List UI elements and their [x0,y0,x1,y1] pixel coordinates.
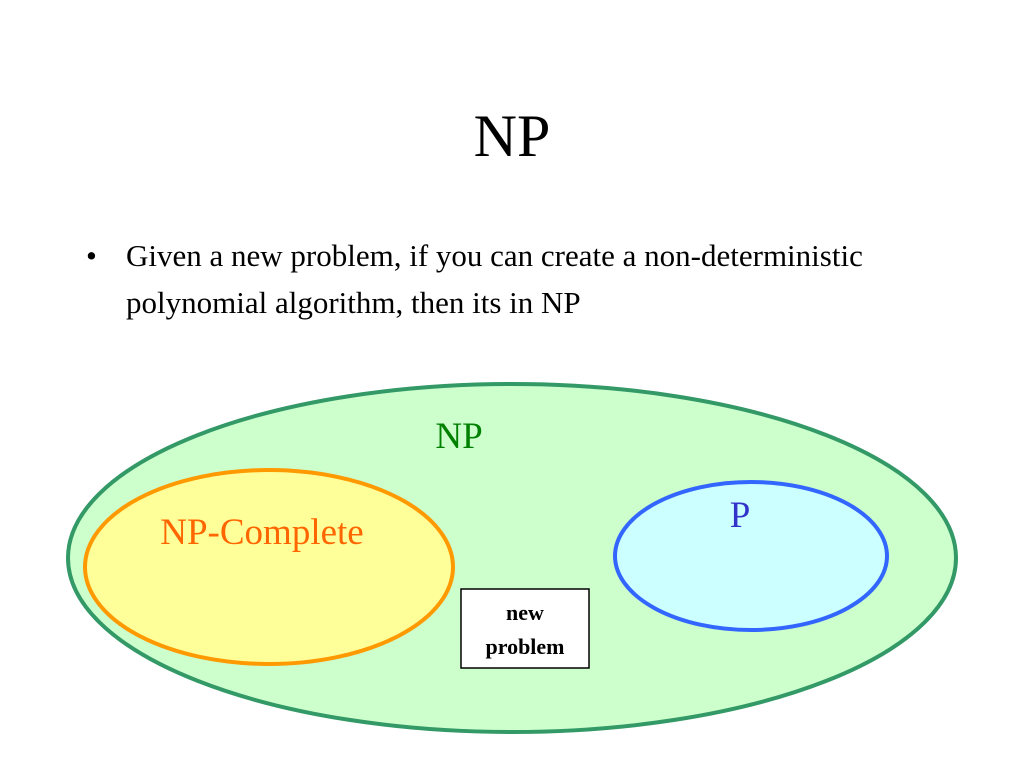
slide-title: NP [473,103,551,169]
bullet-list: • Given a new problem, if you can create… [82,232,962,326]
p-set-ellipse [613,480,889,632]
bullet-dot-icon: • [86,238,97,273]
new-problem-box [460,588,590,669]
np-complete-set-ellipse [83,468,455,666]
p-set-label: P [730,495,751,536]
np-set-label: NP [435,416,482,457]
bullet-item: • Given a new problem, if you can create… [82,232,962,326]
new-problem-label-line1: new [506,600,544,625]
new-problem-label-line2: problem [485,634,564,659]
bullet-text: Given a new problem, if you can create a… [126,238,863,320]
np-complete-set-label: NP-Complete [160,512,363,553]
